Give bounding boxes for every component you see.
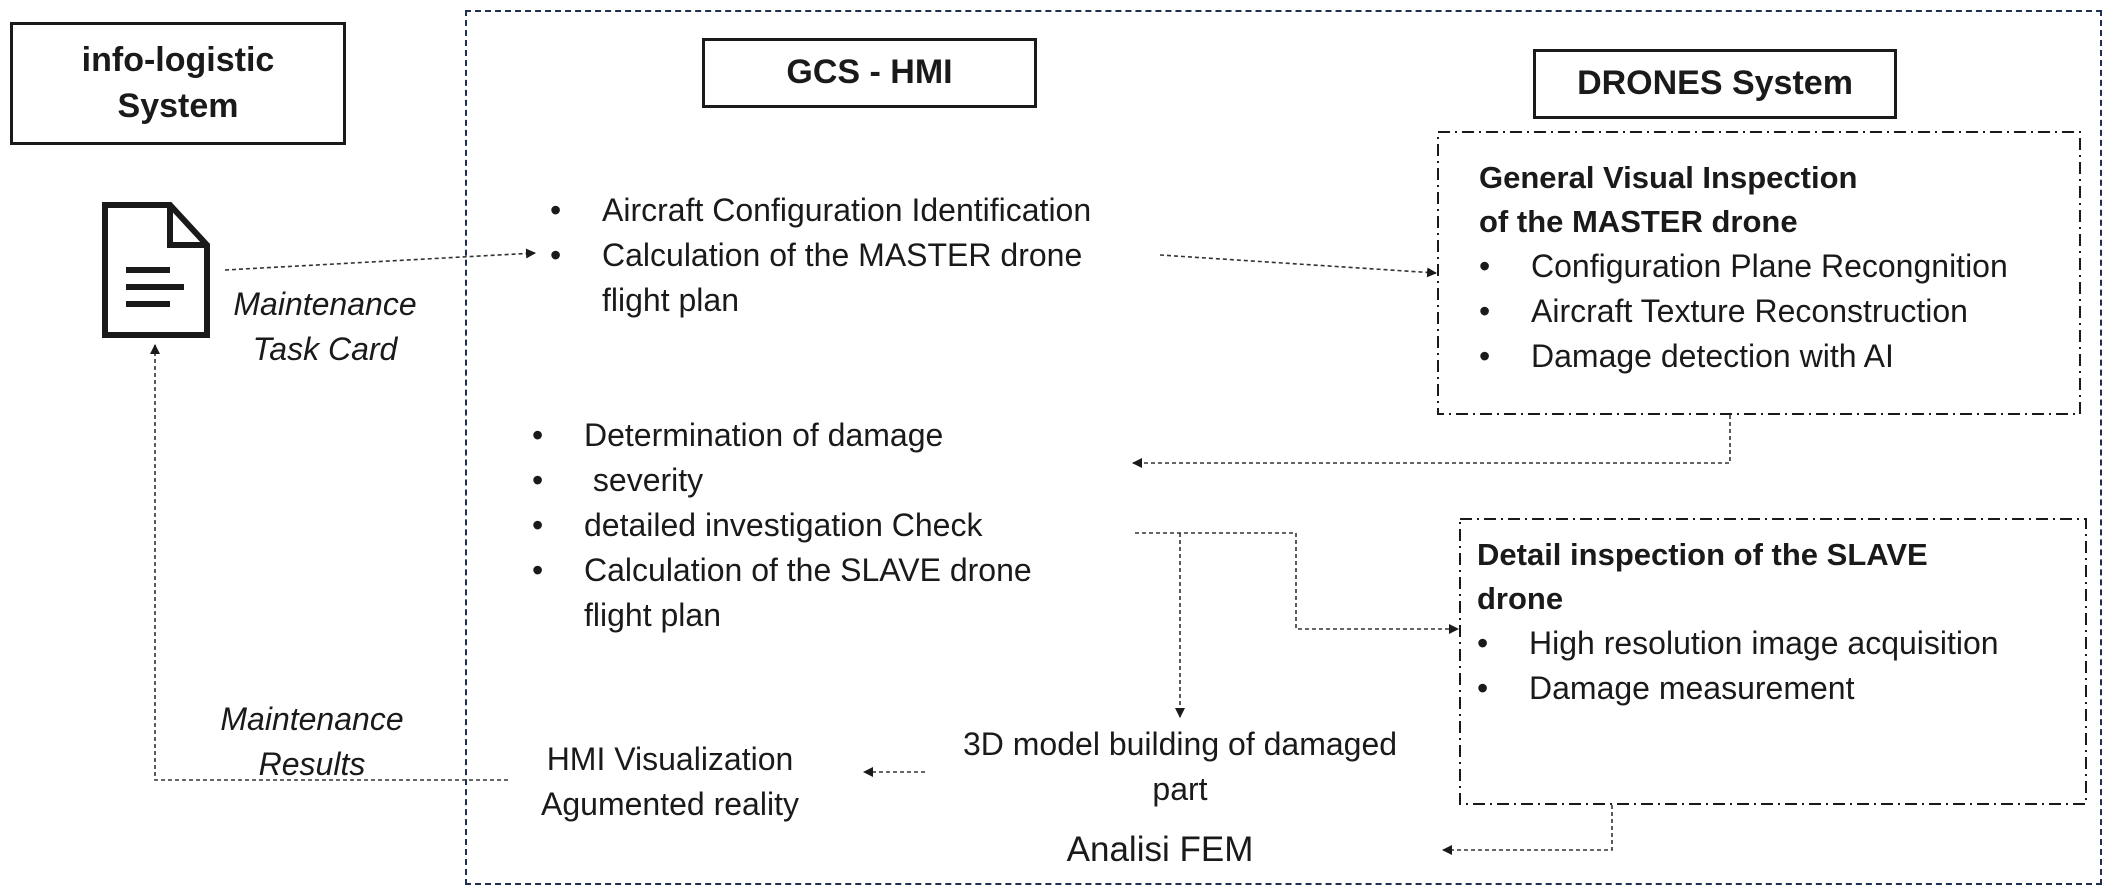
model3d-line2: part [1152, 771, 1208, 807]
task-card-label-line2: Task Card [252, 331, 398, 367]
fem-text: Analisi FEM [1066, 830, 1254, 869]
connector-gcs-to-slave [1135, 532, 1459, 634]
model3d-line1: 3D model building of damaged [962, 726, 1398, 762]
connector-gcs-to-master [1159, 254, 1437, 278]
connector-master-to-gcs [1132, 415, 1731, 468]
list-item: Damage detection with AI [1479, 334, 2079, 379]
hmi-vis-line1: HMI Visualization [546, 741, 794, 777]
master-heading-line2: of the MASTER drone [1479, 204, 1798, 239]
list-item: Configuration Plane Recongnition [1479, 244, 2079, 289]
connector-hmi-to-document [150, 344, 508, 781]
gcs-panel [465, 10, 2102, 885]
master-drone-box [1437, 131, 2081, 415]
results-label-line1: Maintenance [220, 701, 404, 737]
drones-system-title-box: DRONES System [1533, 49, 1897, 119]
list-item: Aircraft Configuration Identification [550, 188, 1150, 233]
info-logistic-system-box: info-logistic System [10, 22, 346, 145]
info-system-title-line2: System [117, 86, 239, 125]
info-system-title-line1: info-logistic [81, 40, 275, 79]
gcs-block-master-plan: Aircraft Configuration Identification Ca… [550, 188, 1150, 323]
slave-drone-box [1459, 518, 2087, 805]
slave-drone-content: Detail inspection of the SLAVE drone Hig… [1477, 533, 2077, 711]
slave-heading-line2: drone [1477, 581, 1564, 616]
gcs-hmi-title-box: GCS - HMI [702, 38, 1037, 108]
document-icon [100, 200, 212, 340]
list-item: High resolution image acquisition [1477, 621, 2077, 666]
master-heading-line1: General Visual Inspection [1479, 160, 1858, 195]
gcs-hmi-title: GCS - HMI [786, 53, 953, 92]
gcs-block-slave-plan: Determination of damage severity detaile… [532, 413, 1132, 638]
list-item: Damage measurement [1477, 666, 2077, 711]
hmi-visualization-label: HMI Visualization Agumented reality [520, 737, 820, 827]
master-drone-content: General Visual Inspection of the MASTER … [1479, 156, 2079, 379]
analisi-fem-label: Analisi FEM [1000, 826, 1320, 874]
hmi-vis-line2: Agumented reality [541, 786, 799, 822]
list-item: Determination of damage [532, 413, 1132, 458]
list-item: Calculation of the SLAVE drone flight pl… [532, 548, 1104, 638]
connector-taskcard-to-gcs [224, 248, 536, 271]
model-3d-label: 3D model building of damaged part [900, 722, 1460, 812]
slave-heading-line1: Detail inspection of the SLAVE [1477, 537, 1928, 572]
task-card-label: Maintenance Task Card [205, 282, 445, 372]
task-card-label-line1: Maintenance [233, 286, 417, 322]
results-label-line2: Results [258, 746, 366, 782]
drones-system-title: DRONES System [1577, 64, 1853, 103]
connector-slave-to-fem [1442, 805, 1613, 855]
maintenance-results-label: Maintenance Results [192, 697, 432, 787]
list-item: Calculation of the MASTER drone flight p… [550, 233, 1122, 323]
list-item: severity [532, 458, 1132, 503]
list-item: Aircraft Texture Reconstruction [1479, 289, 2079, 334]
list-item: detailed investigation Check [532, 503, 1132, 548]
